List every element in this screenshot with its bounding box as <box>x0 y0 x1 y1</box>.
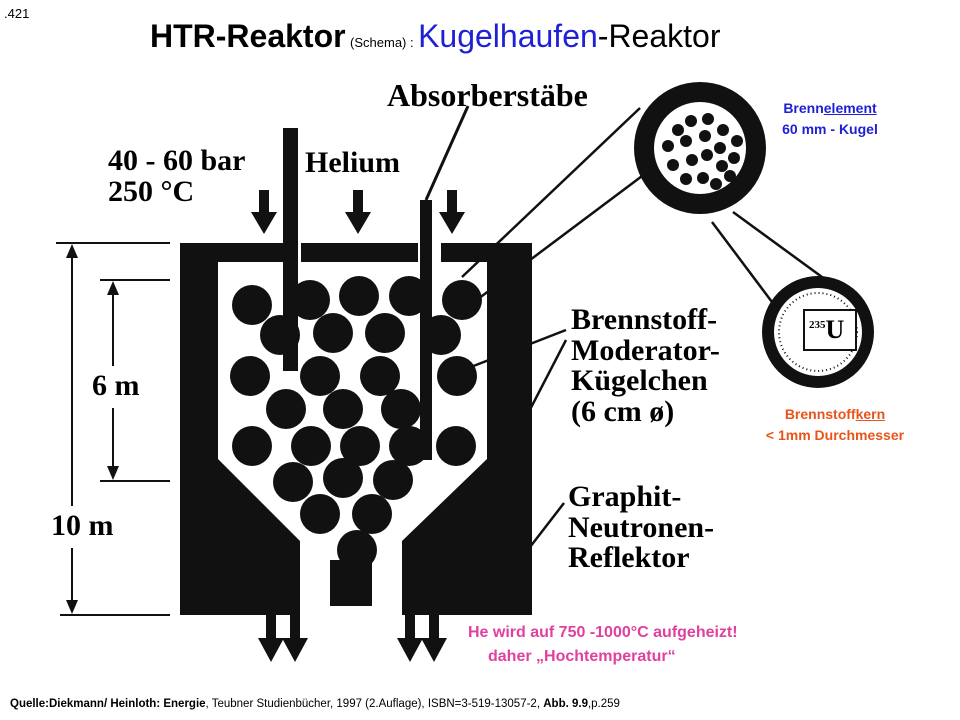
fuel-pebble <box>339 276 379 316</box>
fuel-pebble <box>340 426 380 466</box>
fuel-element-callout: Brennelement 60 mm - Kugel <box>782 100 878 137</box>
fuel-pebble <box>389 276 429 316</box>
helium-outlet-arrows <box>258 614 447 662</box>
slide-number: .421 <box>4 6 30 21</box>
helium-label: Helium <box>305 146 400 179</box>
coated-particles <box>662 113 743 190</box>
inlet-arrow-3 <box>439 190 465 234</box>
reflector-wall-left <box>180 243 300 615</box>
fuel-pebble <box>436 426 476 466</box>
fuel-pebble <box>442 280 482 320</box>
title-rest: -Reaktor <box>597 18 721 54</box>
fuel-kernel-particle <box>762 276 874 388</box>
pressure-temperature-label: 40 - 60 bar 250 °C <box>108 144 246 208</box>
fuel-pebble <box>373 460 413 500</box>
title-subtitle: (Schema) : <box>350 35 414 50</box>
fuel-pebble <box>291 426 331 466</box>
fuel-kernel-callout: Brennstoffkern < 1mm Durchmesser <box>765 406 905 443</box>
fuel-pebble <box>360 356 400 396</box>
fuel-pebble <box>232 426 272 466</box>
dimension-lines <box>56 242 170 616</box>
fuel-label-pointer-2 <box>506 339 568 453</box>
fuel-pebble <box>266 389 306 429</box>
fuel-pebble <box>273 462 313 502</box>
dimension-arrowheads <box>66 244 119 614</box>
outlet-arrow-4 <box>421 614 447 662</box>
title-main: HTR-Reaktor <box>150 18 346 54</box>
fuel-pebble <box>381 389 421 429</box>
fuel-pebble <box>323 389 363 429</box>
fuel-pebble <box>352 494 392 534</box>
fuel-pebble <box>323 458 363 498</box>
reactor-height-label: 10 m <box>51 509 114 542</box>
absorber-rods-label: Absorberstäbe <box>387 77 588 113</box>
page-title: HTR-Reaktor (Schema) : Kugelhaufen-Reakt… <box>150 18 720 55</box>
source-citation: Quelle:Diekmann/ Heinloth: Energie, Teub… <box>10 698 620 710</box>
uranium-235-symbol: 235U <box>809 315 845 344</box>
fuel-pebble <box>300 356 340 396</box>
fuel-pebble <box>313 313 353 353</box>
fuel-pebble <box>290 280 330 320</box>
title-highlight: Kugelhaufen <box>418 18 598 54</box>
graphite-reflector-label: Graphit- Neutronen- Reflektor <box>568 480 715 575</box>
element-connector-upper <box>461 107 641 278</box>
inlet-arrow-1 <box>251 190 277 234</box>
label-pointers <box>457 107 849 561</box>
graphite-label-pointer <box>519 502 565 561</box>
fuel-pebble <box>300 494 340 534</box>
fuel-pebble <box>260 315 300 355</box>
fuel-pebble <box>232 285 272 325</box>
element-connector-lower <box>473 169 651 303</box>
fuel-pebble <box>389 426 429 466</box>
reflector-wall-right <box>402 243 532 615</box>
top-cover-middle <box>301 243 418 262</box>
fuel-pebble <box>365 313 405 353</box>
inlet-arrow-2 <box>345 190 371 234</box>
outlet-arrow-1 <box>258 614 284 662</box>
absorber-label-pointer <box>424 105 470 201</box>
fuel-pebble <box>337 530 377 570</box>
temperature-note: He wird auf 750 -1000°C aufgeheizt! dahe… <box>468 624 738 665</box>
fuel-pebble <box>421 315 461 355</box>
fuel-pebbles-label: Brennstoff- Moderator- Kügelchen (6 cm ø… <box>571 303 720 428</box>
outlet-arrow-3 <box>397 614 423 662</box>
fuel-pebble <box>230 356 270 396</box>
top-cover-left <box>262 243 284 262</box>
core-height-label: 6 m <box>92 369 140 402</box>
fuel-pebbles <box>230 276 482 570</box>
fuel-pebble <box>437 356 477 396</box>
outlet-arrow-2 <box>282 614 308 662</box>
kernel-connector-left <box>711 221 779 311</box>
fuel-label-pointer <box>457 328 567 374</box>
helium-inlet-arrows <box>251 190 465 234</box>
fuel-element-sphere <box>634 82 766 214</box>
